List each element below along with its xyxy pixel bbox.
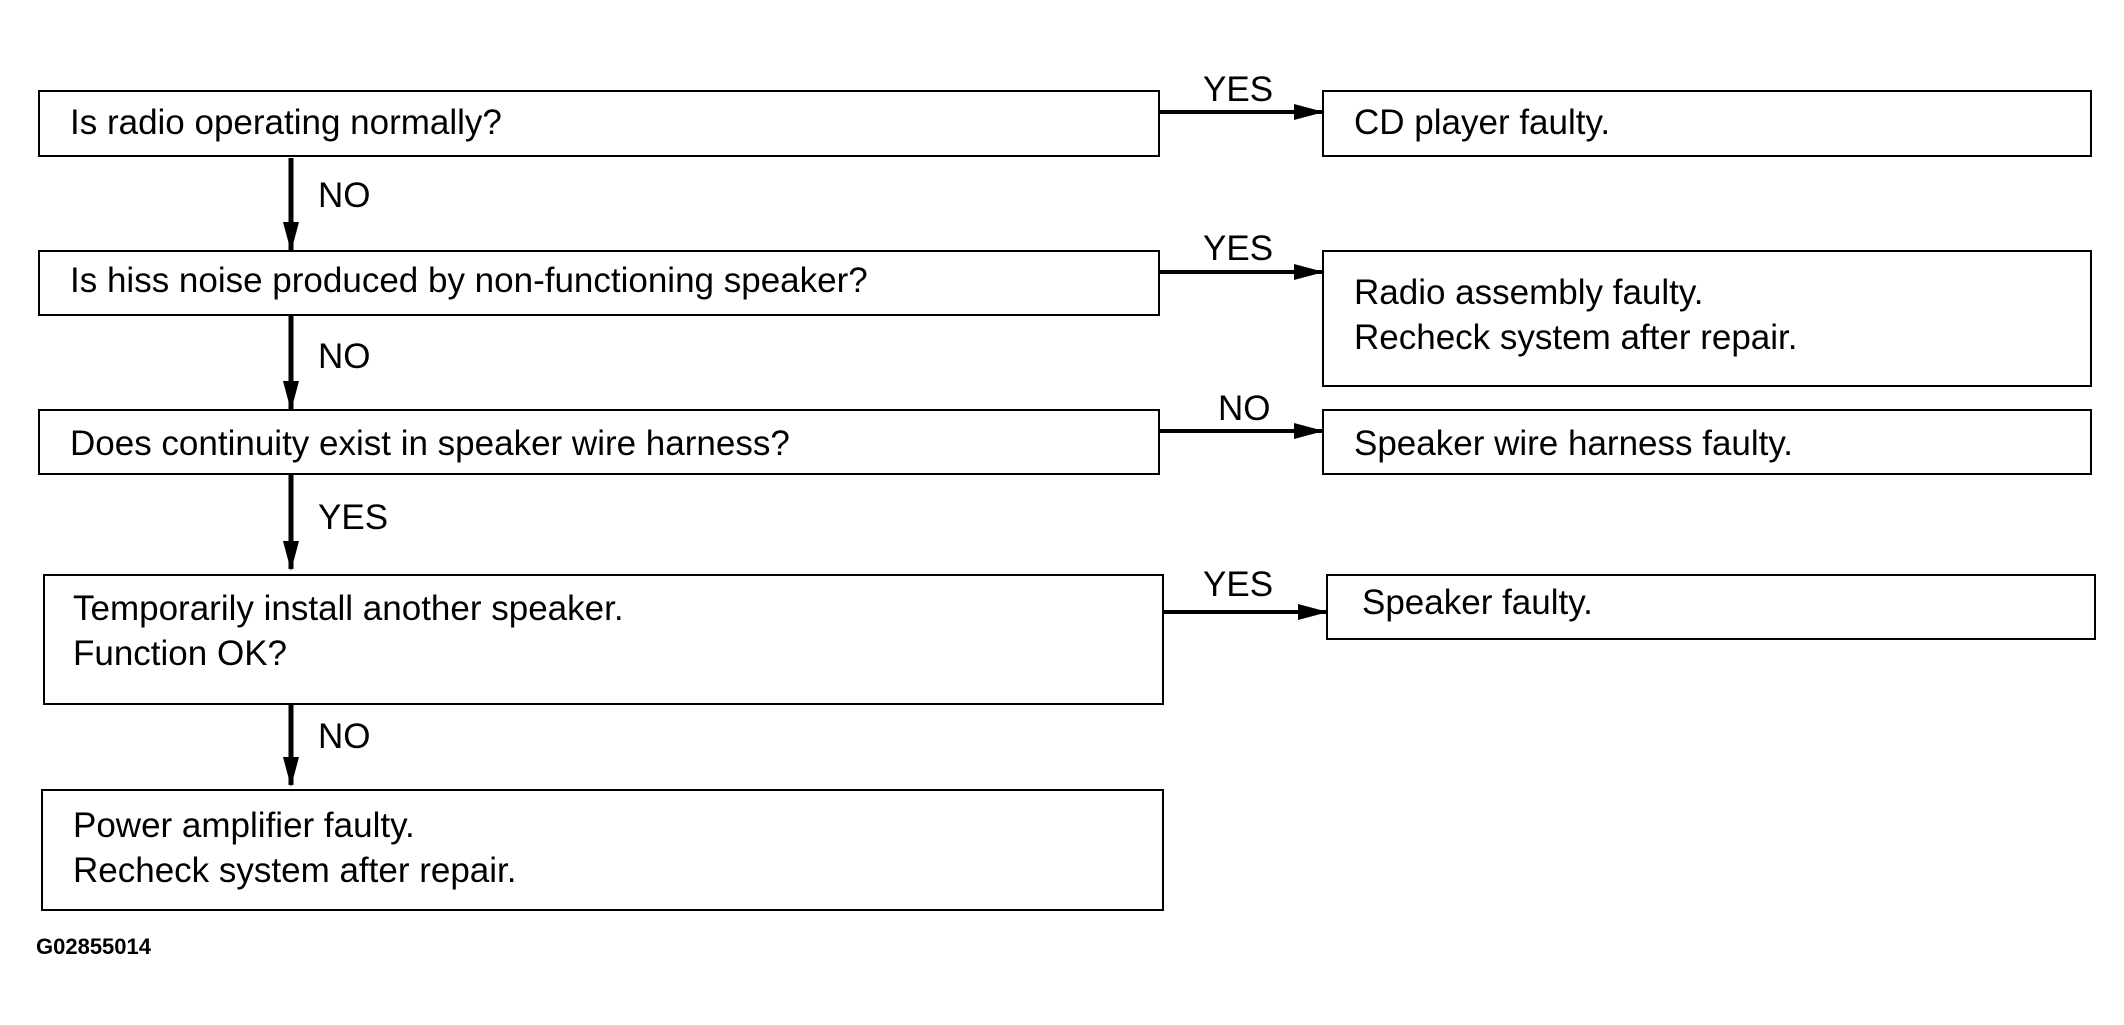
result-2-text-line-2: Recheck system after repair. [1354,318,1798,357]
result-box-3: Speaker wire harness faulty. [1322,409,2092,475]
decision-2-text: Is hiss noise produced by non-functionin… [70,261,868,300]
decision-box-4: Temporarily install another speaker. Fun… [43,574,1164,705]
decision-1-text: Is radio operating normally? [70,103,502,142]
decision-3-text: Does continuity exist in speaker wire ha… [70,424,790,463]
decision-4-text-line-1: Temporarily install another speaker. [73,589,624,628]
result-2-text-line-1: Radio assembly faulty. [1354,273,1704,312]
branch-label-1: YES [1203,70,1274,109]
branch-label-4: YES [1203,565,1274,604]
result-1-text: CD player faulty. [1354,103,1611,142]
final-result-box: Power amplifier faulty. Recheck system a… [41,789,1164,911]
result-4-text: Speaker faulty. [1362,583,1593,622]
decision-box-3: Does continuity exist in speaker wire ha… [38,409,1160,475]
branch-label-2: YES [1203,229,1274,268]
result-box-2: Radio assembly faulty. Recheck system af… [1322,250,2092,387]
decision-4-text-line-2: Function OK? [73,634,287,673]
result-3-text: Speaker wire harness faulty. [1354,424,1794,463]
down-label-4: NO [318,717,371,756]
down-label-2: NO [318,337,371,376]
decision-box-1: Is radio operating normally? [38,90,1160,157]
final-result-text-line-1: Power amplifier faulty. [73,806,415,845]
branch-label-3: NO [1218,389,1271,428]
result-box-1: CD player faulty. [1322,90,2092,157]
final-result-text-line-2: Recheck system after repair. [73,851,517,890]
down-label-3: YES [318,498,389,537]
result-box-4: Speaker faulty. [1326,574,2096,640]
decision-box-2: Is hiss noise produced by non-functionin… [38,250,1160,316]
down-label-1: NO [318,176,371,215]
figure-id: G02855014 [36,934,151,959]
